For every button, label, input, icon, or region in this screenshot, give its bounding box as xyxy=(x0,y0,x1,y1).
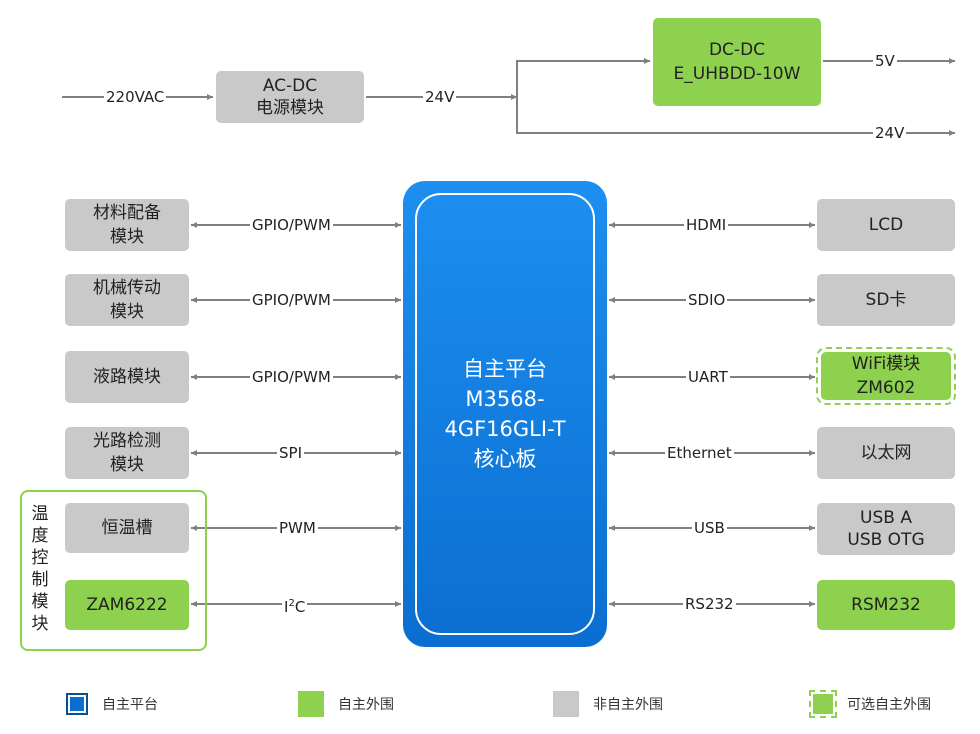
bus-label-hdmi: HDMI xyxy=(684,216,729,234)
input-voltage-label: 220VAC xyxy=(104,88,167,106)
module-label: RSM232 xyxy=(851,595,921,615)
acdc-title: AC-DC xyxy=(262,76,318,96)
i2c-pre: I xyxy=(284,598,289,616)
bus-label-ethernet: Ethernet xyxy=(665,444,734,462)
temp-label-char: 温 xyxy=(31,504,49,524)
module-label: 材料配备 xyxy=(93,203,161,223)
module-label: 液路模块 xyxy=(93,367,161,387)
module-label: 模块 xyxy=(110,227,144,247)
bus-label-i2c: I2C xyxy=(282,595,308,616)
sd-card-module: SD卡 xyxy=(817,274,955,326)
bus-label-gpio-1: GPIO/PWM xyxy=(250,216,333,234)
module-label: USB A xyxy=(860,508,912,528)
material-module: 材料配备 模块 xyxy=(65,199,189,251)
core-board-text: 自主平台 M3568- 4GF16GLI-T 核心板 xyxy=(444,354,565,474)
module-label: WiFi模块 xyxy=(851,354,921,374)
core-line-4: 核心板 xyxy=(473,447,537,471)
bus-label-gpio-2: GPIO/PWM xyxy=(250,291,333,309)
acdc-subtitle: 电源模块 xyxy=(256,98,324,118)
bus-label-pwm: PWM xyxy=(277,519,318,537)
temp-label-char: 度 xyxy=(31,526,49,546)
module-label: 恒温槽 xyxy=(101,518,153,538)
liquid-module: 液路模块 xyxy=(65,351,189,403)
legend-third-swatch xyxy=(553,691,579,717)
ethernet-module: 以太网 xyxy=(817,427,955,479)
temp-control-label: 温 度 控 制 模 块 xyxy=(29,503,51,635)
output-5v-label: 5V xyxy=(873,52,897,70)
legend-platform: 自主平台 xyxy=(66,691,158,717)
temp-label-char: 模 xyxy=(31,592,49,612)
legend-optional: 可选自主外围 xyxy=(809,690,931,718)
core-line-3: 4GF16GLI-T xyxy=(444,417,566,441)
bus-label-spi: SPI xyxy=(277,444,304,462)
legend-platform-text: 自主平台 xyxy=(102,697,158,713)
core-line-2: M3568- xyxy=(465,387,545,411)
module-label: 模块 xyxy=(110,302,144,322)
bus-label-uart: UART xyxy=(686,368,730,386)
module-label: LCD xyxy=(868,215,904,235)
legend-optional-swatch xyxy=(809,690,837,718)
module-label: 以太网 xyxy=(860,443,912,463)
legend-optional-text: 可选自主外围 xyxy=(847,697,931,713)
mechanical-module: 机械传动 模块 xyxy=(65,274,189,326)
module-label: 机械传动 xyxy=(93,278,161,298)
module-label: 光路检测 xyxy=(93,431,161,451)
legend-third: 非自主外围 xyxy=(553,691,663,717)
temp-control-group xyxy=(20,490,207,651)
bus-label-sdio: SDIO xyxy=(686,291,728,309)
temp-label-char: 控 xyxy=(31,548,49,568)
module-label: ZAM6222 xyxy=(86,595,168,615)
module-label: 模块 xyxy=(110,455,144,475)
legend-own: 自主外围 xyxy=(298,691,394,717)
temp-label-char: 制 xyxy=(31,570,49,590)
mid-voltage-label: 24V xyxy=(423,88,457,106)
dcdc-module: DC-DC E_UHBDD-10W xyxy=(653,18,821,106)
dcdc-title: DC-DC xyxy=(708,40,766,60)
module-label: USB OTG xyxy=(847,530,925,550)
wifi-module: WiFi模块 ZM602 xyxy=(816,347,956,405)
core-board: 自主平台 M3568- 4GF16GLI-T 核心板 xyxy=(403,181,607,647)
usb-module: USB A USB OTG xyxy=(817,503,955,555)
temp-label-char: 块 xyxy=(31,614,49,634)
legend-third-text: 非自主外围 xyxy=(593,697,663,713)
module-label: SD卡 xyxy=(865,290,907,310)
legend-own-text: 自主外围 xyxy=(338,697,394,713)
output-24v-label: 24V xyxy=(873,124,907,142)
legend-own-swatch xyxy=(298,691,324,717)
module-label: ZM602 xyxy=(856,378,916,398)
rsm232-module: RSM232 xyxy=(817,580,955,630)
dcdc-model: E_UHBDD-10W xyxy=(673,64,801,84)
zam6222-module: ZAM6222 xyxy=(65,580,189,630)
acdc-power-module: AC-DC 电源模块 xyxy=(216,71,364,123)
core-board-frame: 自主平台 M3568- 4GF16GLI-T 核心板 xyxy=(415,193,595,635)
bus-label-usb: USB xyxy=(692,519,727,537)
i2c-sup: 2 xyxy=(288,598,295,609)
bus-label-gpio-3: GPIO/PWM xyxy=(250,368,333,386)
legend-platform-swatch xyxy=(66,693,88,715)
optical-detect-module: 光路检测 模块 xyxy=(65,427,189,479)
bus-label-rs232: RS232 xyxy=(683,595,736,613)
i2c-post: C xyxy=(294,598,306,616)
lcd-module: LCD xyxy=(817,199,955,251)
thermostat-bath: 恒温槽 xyxy=(65,503,189,553)
core-line-1: 自主平台 xyxy=(462,357,547,381)
